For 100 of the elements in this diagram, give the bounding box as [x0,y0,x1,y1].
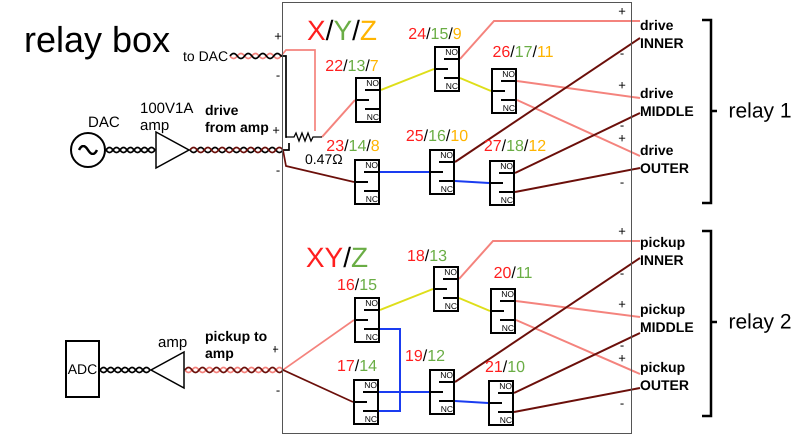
wire [454,257,641,383]
output-label: pickup INNER [640,233,686,269]
twisted-pair-cable [189,146,354,183]
relay-number: 26/17/11 [492,44,554,62]
contact-label: NO [500,161,513,171]
contact-label: NC [502,323,514,333]
wire [379,391,429,393]
wire [379,328,401,412]
bracket-label: relay 1 [728,100,792,122]
contact-label: NO [445,47,458,57]
relay-symbol [353,379,379,425]
title: relay box [24,20,170,60]
relay-symbol [354,297,380,343]
contact-label: NO [502,69,515,79]
edge-label: pickup to amp [205,328,273,362]
polarity-sign: + [618,224,626,238]
polarity-sign: - [276,68,280,82]
relay-number: 19/12 [404,348,446,366]
relay-number: 24/15/9 [408,26,462,44]
contact-label: NC [366,194,378,204]
relay-number: 20/11 [494,265,532,283]
wire [380,288,434,311]
polarity-sign: + [618,296,626,312]
relay-number: 18/13 [406,248,448,266]
amplifier-triangle [150,351,185,389]
contact-label: NC [446,81,458,91]
polarity-sign: - [620,266,624,280]
relay-number: 27/18/12 [484,138,546,156]
polarity-sign: - [620,46,624,60]
contact-label: NO [440,370,453,380]
output-label: pickup MIDDLE [640,300,694,336]
wire [454,37,641,163]
contact-label: NC [500,415,512,425]
relay-symbol [491,68,517,114]
polarity-sign: + [272,122,280,138]
twisted-pair-cable [229,52,288,138]
polarity-sign: + [618,78,626,92]
contact-label: NO [499,381,512,391]
wire [458,297,490,312]
contact-label: NO [366,78,379,88]
contact-label: NC [364,414,377,424]
contact-label: NC [440,184,453,194]
wire [516,80,640,99]
relay-number: 16/15 [336,277,378,295]
wire [514,167,640,193]
contact-label: NO [364,380,377,390]
contact-label: NO [440,150,453,160]
twisted-pair-cable [184,319,354,374]
output-label: drive MIDDLE [640,84,694,120]
relay-symbol [488,380,514,426]
group-label: X/Y/Z [306,16,378,46]
wire [459,20,640,60]
wire [380,68,434,91]
edge-label: drive from amp [205,102,273,136]
relay-symbol [429,149,455,195]
resistor-symbol [287,131,322,143]
polarity-sign: - [276,382,280,398]
wire [514,387,640,413]
converter-box: ADC [65,340,100,398]
wire [460,77,492,92]
relay-symbol [490,288,516,334]
contact-label: NO [444,267,457,277]
output-label: drive OUTER [640,141,689,177]
relay-symbol [355,77,381,123]
contact-label: NC [500,195,513,205]
wire [516,300,640,318]
contact-label: NO [365,298,378,308]
contact-label: NC [366,112,379,122]
wire [380,171,429,173]
group-label: XY/Z [306,243,368,273]
wire [516,319,640,375]
contact-label: NO [501,289,514,299]
terminal-label: to DAC [183,47,228,65]
contact-label: NC [366,332,378,342]
wire [321,99,356,138]
wire [454,180,490,184]
twisted-pair-cable [189,143,290,154]
relay-symbol [434,46,460,92]
polarity-sign: + [618,130,626,146]
device-label: DAC [88,114,120,131]
relay-symbol [429,369,455,415]
bracket-label: relay 2 [728,310,792,334]
polarity-sign: - [620,118,624,132]
polarity-sign: - [620,338,624,352]
relay-number: 25/16/10 [406,128,468,146]
contact-label: NC [444,301,457,311]
signal-source-circle [70,132,106,168]
twisted-pair-cable [229,49,316,131]
twisted-pair-cable [105,146,156,154]
polarity-sign: + [274,28,282,44]
twisted-pair-cable [99,366,151,374]
polarity-sign: - [276,162,280,178]
relay-number: 22/13/7 [325,58,379,76]
polarity-sign: - [620,396,624,410]
wire [514,332,640,394]
wire [516,99,640,157]
output-label: pickup OUTER [640,358,689,394]
wire [458,240,640,280]
device-label: amp [158,334,188,351]
relay-symbol [433,266,459,312]
